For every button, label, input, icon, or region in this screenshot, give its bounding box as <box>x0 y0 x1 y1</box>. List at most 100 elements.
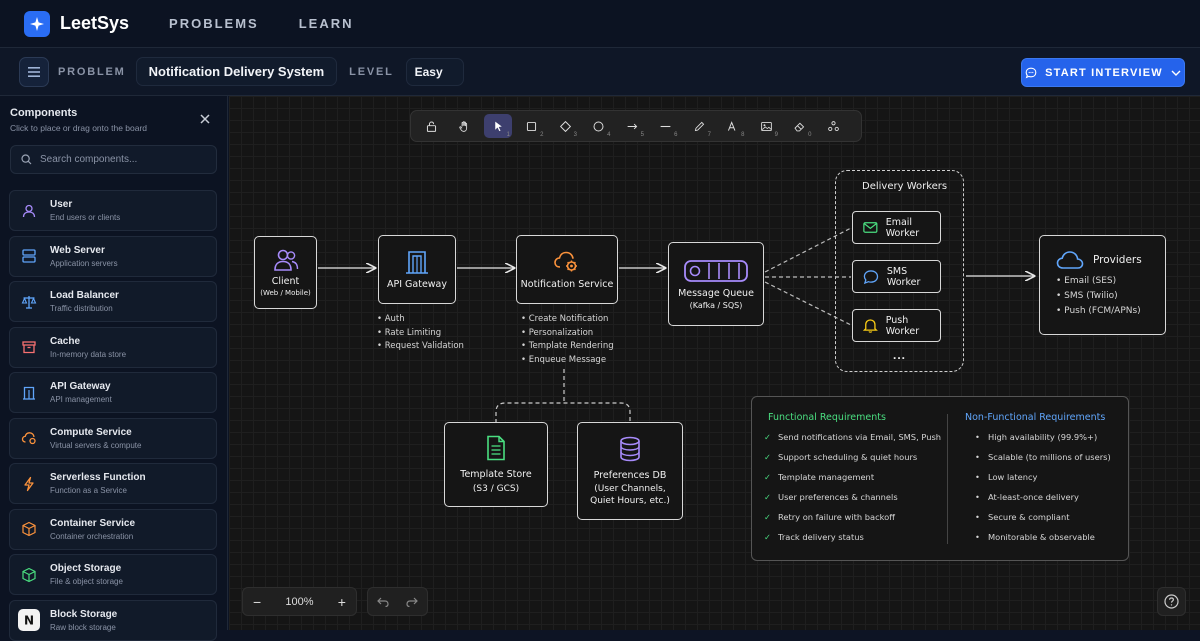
notification-service-title: Notification Service <box>520 279 614 290</box>
nonfunctional-requirements: Non-Functional Requirements •High availa… <box>965 412 1111 552</box>
dashed-queue-email <box>764 227 852 273</box>
tool-rectangle[interactable]: 2 <box>518 114 546 138</box>
note-create-notification: • Create Notification <box>521 314 609 324</box>
component-name: Compute Service <box>50 426 132 438</box>
tool-text[interactable]: 8 <box>719 114 747 138</box>
component-text: User End users or clients <box>50 199 120 222</box>
requirements-panel: Functional Requirements ✓ Send notificati… <box>751 396 1129 561</box>
zoom-controls: − 100% + <box>242 587 357 616</box>
component-item[interactable]: Web Server Application servers <box>9 235 217 277</box>
note-rate-limiting: • Rate Limiting <box>377 327 442 338</box>
tool-image[interactable]: 9 <box>752 114 780 138</box>
level-label: LEVEL <box>349 65 394 78</box>
dashed-service-stores <box>495 369 631 423</box>
component-item[interactable]: Load Balancer Traffic distribution <box>9 281 217 322</box>
check-icon: ✓ <box>764 452 771 462</box>
component-text: Object Storage File & object storage <box>50 563 123 586</box>
start-interview-button[interactable]: START INTERVIEW <box>1021 58 1185 87</box>
component-item[interactable]: Serverless Function Function as a Servic… <box>9 463 217 504</box>
push-worker-node[interactable]: Push Worker <box>852 309 941 342</box>
functional-requirement: ✓User preferences & channels <box>764 492 941 512</box>
search-input[interactable] <box>40 154 200 165</box>
component-desc: Container orchestration <box>50 531 134 541</box>
requirement-text: Low latency <box>988 472 1038 482</box>
mail-icon <box>863 222 878 233</box>
template-store-node[interactable]: Template Store (S3 / GCS) <box>444 422 548 507</box>
nonfunctional-requirement: •At-least-once delivery <box>975 492 1111 512</box>
api-gateway-node[interactable]: API Gateway <box>378 235 456 304</box>
requirement-text: Monitorable & observable <box>988 532 1095 542</box>
component-desc: Traffic distribution <box>50 304 113 313</box>
provider-sms: • SMS (Twilio) <box>1056 291 1118 301</box>
requirement-text: High availability (99.9%+) <box>988 432 1098 442</box>
delivery-workers-group[interactable] <box>835 170 964 372</box>
svg-text:N: N <box>24 614 34 628</box>
functional-requirement: ✓Retry on failure with backoff <box>764 512 941 532</box>
component-item[interactable]: Object Storage File & object storage <box>9 554 217 595</box>
preferences-db-node[interactable]: Preferences DB (User Channels, Quiet Hou… <box>577 422 683 520</box>
start-interview-label: START INTERVIEW <box>1045 66 1163 79</box>
component-name: Object Storage <box>50 563 122 574</box>
component-item[interactable]: Container Service Container orchestratio… <box>9 508 217 550</box>
requirements-divider <box>947 414 948 544</box>
check-icon: ✓ <box>764 432 771 442</box>
component-item[interactable]: User End users or clients <box>9 190 217 231</box>
tool-diamond[interactable]: 3 <box>551 114 579 138</box>
top-nav: LeetSys PROBLEMS LEARN <box>0 0 1200 48</box>
cloud-gear-icon <box>554 251 577 272</box>
message-queue-node[interactable]: Message Queue (Kafka / SQS) <box>668 242 764 326</box>
zoom-out-button[interactable]: − <box>253 593 262 610</box>
component-item[interactable]: Compute Service Virtual servers & comput… <box>9 417 217 459</box>
tool-library[interactable] <box>819 114 847 138</box>
check-icon: ✓ <box>764 472 771 482</box>
zoom-in-button[interactable]: + <box>337 593 346 610</box>
tool-ellipse[interactable]: 4 <box>585 114 613 138</box>
undo-icon[interactable] <box>376 597 389 607</box>
nonfunctional-requirement: •Secure & compliant <box>975 512 1111 532</box>
tool-arrow[interactable]: 5 <box>618 114 646 138</box>
rectangle-icon <box>526 121 537 131</box>
tool-hand[interactable] <box>451 114 479 138</box>
client-node[interactable]: Client (Web / Mobile) <box>254 236 317 309</box>
tool-cursor[interactable]: 1 <box>484 114 512 138</box>
component-desc: API management <box>50 395 112 404</box>
providers-node[interactable]: Providers • Email (SES) • SMS (Twilio) •… <box>1039 235 1166 335</box>
zoom-level[interactable]: 100% <box>285 595 314 608</box>
tool-lock[interactable] <box>417 114 445 138</box>
sms-worker-node[interactable]: SMS Worker <box>852 260 941 293</box>
component-text: Load Balancer Traffic distribution <box>50 290 119 313</box>
help-button[interactable] <box>1157 587 1186 616</box>
component-item[interactable]: N Block Storage Raw block storage <box>9 599 217 641</box>
functional-requirement: ✓ Send notifications via Email, SMS, Push <box>764 432 941 452</box>
notification-service-node[interactable]: Notification Service <box>516 235 618 304</box>
nav-problems[interactable]: PROBLEMS <box>169 16 259 31</box>
level-select[interactable]: Easy <box>405 57 464 86</box>
functional-title: Functional Requirements <box>768 412 886 423</box>
help-icon <box>1164 594 1179 609</box>
logo[interactable]: LeetSys <box>24 10 129 37</box>
email-worker-node[interactable]: Email Worker <box>852 211 941 244</box>
cursor-icon <box>494 121 502 131</box>
functional-requirement: ✓Support scheduling & quiet hours <box>764 452 941 472</box>
tool-line[interactable]: 6 <box>652 114 680 138</box>
requirement-text: Secure & compliant <box>988 512 1070 522</box>
close-icon[interactable] <box>198 112 212 126</box>
component-item[interactable]: Cache In-memory data store <box>9 326 217 368</box>
tool-pencil[interactable]: 7 <box>685 114 713 138</box>
component-item[interactable]: API Gateway API management <box>9 372 217 413</box>
tool-eraser[interactable]: 0 <box>786 114 814 138</box>
compute-icon <box>18 427 40 449</box>
preferences-db-title: Preferences DB <box>593 470 667 481</box>
requirement-text: Send notifications via Email, SMS, Push <box>778 432 942 442</box>
problem-title[interactable]: Notification Delivery System <box>135 57 338 86</box>
menu-button[interactable] <box>19 56 49 87</box>
preferences-db-subtitle-1: (User Channels, <box>594 484 666 494</box>
nav-learn[interactable]: LEARN <box>298 16 354 31</box>
server-icon <box>18 245 40 267</box>
component-desc: In-memory data store <box>50 349 127 359</box>
component-text: API Gateway API management <box>50 381 112 404</box>
requirement-text: User preferences & channels <box>778 492 898 502</box>
redo-icon[interactable] <box>406 597 419 607</box>
